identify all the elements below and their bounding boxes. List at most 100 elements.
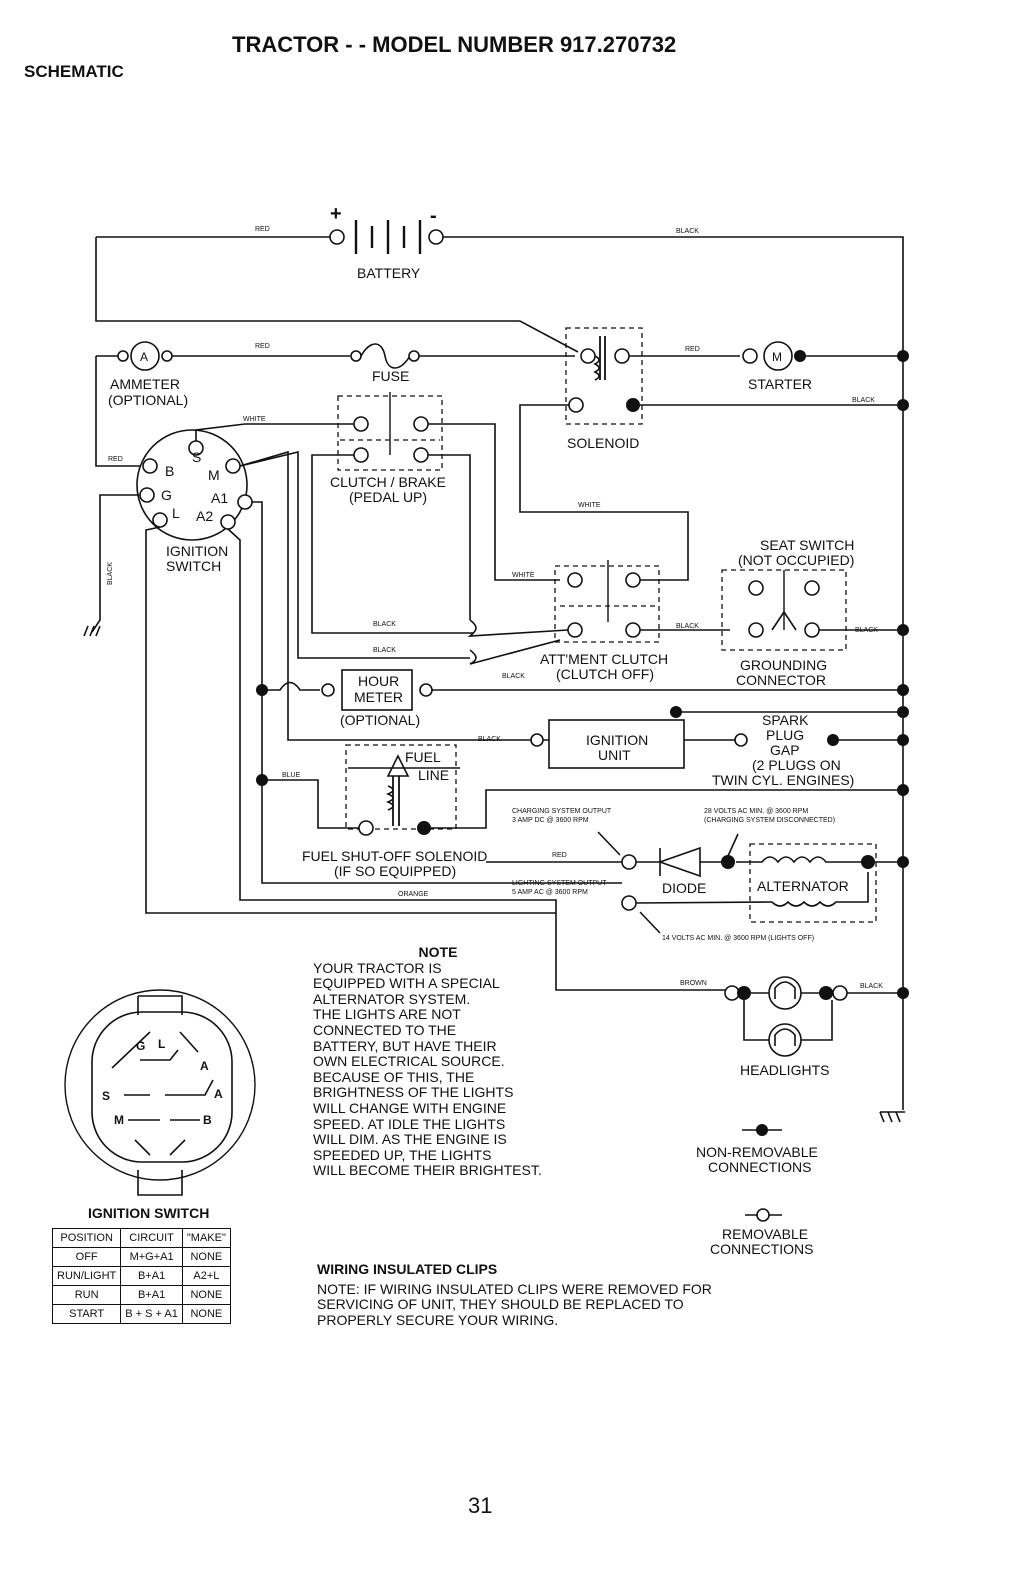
svg-text:G: G <box>161 487 172 503</box>
svg-text:UNIT: UNIT <box>598 747 631 763</box>
svg-text:(IF SO EQUIPPED): (IF SO EQUIPPED) <box>334 863 456 879</box>
svg-text:RED: RED <box>685 346 700 353</box>
svg-text:WHITE: WHITE <box>243 416 266 423</box>
svg-text:M: M <box>772 350 782 364</box>
svg-text:GAP: GAP <box>770 742 800 758</box>
clutch-brake-label: CLUTCH / BRAKE <box>330 474 446 490</box>
svg-text:A: A <box>214 1087 223 1101</box>
diode-label: DIODE <box>662 880 706 896</box>
starter-label: STARTER <box>748 376 812 392</box>
svg-text:WHITE: WHITE <box>578 502 601 509</box>
svg-text:(CLUTCH OFF): (CLUTCH OFF) <box>556 666 654 682</box>
svg-text:BLACK: BLACK <box>107 562 114 585</box>
charging-voltage-label: 28 VOLTS AC MIN. @ 3600 RPM <box>704 808 808 815</box>
alternator-box <box>749 843 877 923</box>
legend-nonremovable <box>742 1124 782 1136</box>
seat-switch-label: SEAT SWITCH <box>760 537 854 553</box>
table-row: RUN/LIGHT B+A1 A2+L <box>51 1266 231 1286</box>
fuel-solenoid-label: FUEL SHUT-OFF SOLENOID <box>302 848 487 864</box>
svg-text:A2: A2 <box>196 508 213 524</box>
battery-symbol <box>96 220 904 1110</box>
hour-meter-box <box>341 669 413 711</box>
attachment-clutch-label: ATT'MENT CLUTCH <box>540 651 668 667</box>
solenoid-box <box>565 327 643 425</box>
svg-text:(OPTIONAL): (OPTIONAL) <box>108 392 188 408</box>
wire-label-black: BLACK <box>676 228 699 235</box>
ignition-table-title: IGNITION SWITCH <box>88 1205 210 1221</box>
seat-switch-box <box>721 569 847 651</box>
battery-label: BATTERY <box>357 265 421 281</box>
svg-text:REMOVABLE: REMOVABLE <box>722 1226 808 1242</box>
svg-text:SWITCH: SWITCH <box>166 558 221 574</box>
svg-text:(OPTIONAL): (OPTIONAL) <box>340 712 420 728</box>
svg-text:(2 PLUGS ON: (2 PLUGS ON <box>752 757 841 773</box>
svg-text:(PEDAL UP): (PEDAL UP) <box>349 489 427 505</box>
starter-motor-icon <box>763 341 793 371</box>
svg-text:L: L <box>158 1037 165 1051</box>
svg-text:L: L <box>172 505 180 521</box>
svg-text:B: B <box>165 463 174 479</box>
fuse-label: FUSE <box>372 368 409 384</box>
battery-plus: + <box>330 203 342 225</box>
svg-text:A: A <box>200 1059 209 1073</box>
hour-meter-label: HOUR <box>358 673 399 689</box>
fuel-line-label: FUEL <box>405 749 441 765</box>
svg-text:RED: RED <box>255 343 270 350</box>
note-title: NOTE <box>418 944 458 960</box>
svg-text:G: G <box>136 1039 145 1053</box>
lighting-voltage-label: 14 VOLTS AC MIN. @ 3600 RPM (LIGHTS OFF) <box>662 935 814 942</box>
svg-text:BLUE: BLUE <box>282 772 301 779</box>
svg-text:TWIN CYL. ENGINES): TWIN CYL. ENGINES) <box>712 772 854 788</box>
clutch-brake-box <box>337 395 443 471</box>
svg-text:BLACK: BLACK <box>373 621 396 628</box>
svg-text:WHITE: WHITE <box>512 572 535 579</box>
table-row: START B + S + A1 NONE <box>51 1304 231 1324</box>
svg-text:A: A <box>140 350 148 364</box>
svg-text:3 AMP DC @ 3600 RPM: 3 AMP DC @ 3600 RPM <box>512 817 589 824</box>
fuse-symbol <box>350 343 575 369</box>
ignition-switch-icon <box>136 429 248 541</box>
ignition-switch-face <box>64 989 256 1196</box>
solenoid-label: SOLENOID <box>567 435 639 451</box>
svg-text:5 AMP AC @ 3600 RPM: 5 AMP AC @ 3600 RPM <box>512 889 588 896</box>
svg-text:(CHARGING SYSTEM DISCONNECTED): (CHARGING SYSTEM DISCONNECTED) <box>704 817 835 824</box>
svg-text:M: M <box>114 1113 124 1127</box>
svg-text:M: M <box>208 467 220 483</box>
svg-text:RED: RED <box>108 456 123 463</box>
page-number: 31 <box>468 1493 492 1518</box>
alternator-note: NOTE YOUR TRACTOR IS EQUIPPED WITH A SPE… <box>313 944 593 1179</box>
svg-text:CONNECTIONS: CONNECTIONS <box>708 1159 811 1175</box>
svg-text:BLACK: BLACK <box>373 647 396 654</box>
diode-symbol <box>657 846 701 878</box>
fuel-solenoid-box <box>345 744 457 830</box>
svg-text:BLACK: BLACK <box>855 627 878 634</box>
page-title: TRACTOR - - MODEL NUMBER 917.270732 <box>232 32 676 57</box>
spark-plug-label: SPARK <box>762 712 809 728</box>
legend-removable <box>745 1208 782 1222</box>
lighting-output-label: LIGHTING SYSTEM OUTPUT <box>512 880 607 887</box>
wiring-clips-note: WIRING INSULATED CLIPS NOTE: IF WIRING I… <box>317 1261 797 1328</box>
svg-text:NON-REMOVABLE: NON-REMOVABLE <box>696 1144 818 1160</box>
svg-text:CONNECTIONS: CONNECTIONS <box>710 1241 813 1257</box>
svg-text:LINE: LINE <box>418 767 449 783</box>
svg-text:B: B <box>203 1113 212 1127</box>
svg-text:PLUG: PLUG <box>766 727 804 743</box>
section-label: SCHEMATIC <box>24 62 124 81</box>
svg-text:CONNECTOR: CONNECTOR <box>736 672 826 688</box>
svg-text:BLACK: BLACK <box>478 736 501 743</box>
ignition-switch-label: IGNITION <box>166 543 228 559</box>
wiring-clips-title: WIRING INSULATED CLIPS <box>317 1261 498 1277</box>
svg-text:(NOT OCCUPIED): (NOT OCCUPIED) <box>738 552 854 568</box>
headlights-label: HEADLIGHTS <box>740 1062 829 1078</box>
table-row: RUN B+A1 NONE <box>51 1285 231 1305</box>
svg-text:BLACK: BLACK <box>676 623 699 630</box>
svg-text:BLACK: BLACK <box>852 397 875 404</box>
svg-text:BLACK: BLACK <box>502 673 525 680</box>
table-row: OFF M+G+A1 NONE <box>51 1247 231 1267</box>
svg-text:S: S <box>192 449 201 465</box>
ammeter-label: AMMETER <box>110 376 180 392</box>
alternator-label: ALTERNATOR <box>757 878 849 894</box>
ammeter-icon <box>130 341 160 371</box>
charging-output-label: CHARGING SYSTEM OUTPUT <box>512 808 612 815</box>
